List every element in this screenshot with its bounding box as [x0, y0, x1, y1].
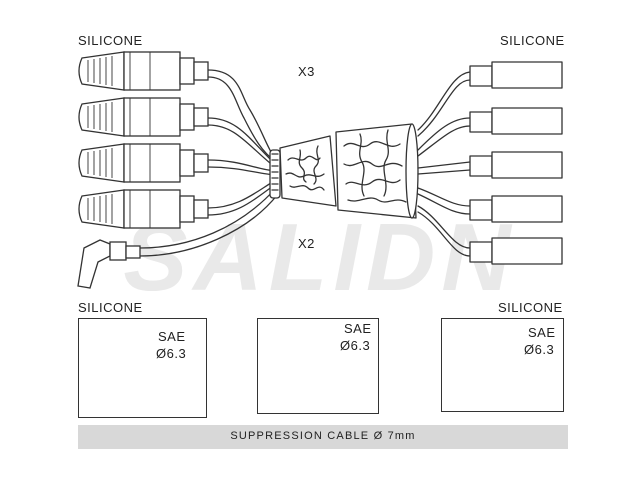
diameter-label: Ø6.3 — [340, 338, 371, 353]
diameter-label: Ø6.3 — [524, 342, 555, 357]
silicone-label-bottom-left: SILICONE — [78, 300, 143, 315]
silicone-label-top-right: SILICONE — [500, 33, 565, 48]
silicone-label-bottom-right: SILICONE — [498, 300, 563, 315]
sae-label: SAE — [344, 321, 372, 336]
diameter-label: Ø6.3 — [156, 346, 187, 361]
left-boots — [77, 51, 209, 289]
detail-box-distributor: SAE Ø6.3 — [257, 318, 379, 414]
detail-box-spark-plug: SAE Ø6.3 — [78, 318, 207, 418]
sae-label: SAE — [528, 325, 556, 340]
right-terminals — [469, 61, 563, 265]
multiplier-x3-label: X3 — [298, 64, 315, 79]
suppression-cable-bar: SUPPRESSION CABLE Ø 7mm — [78, 425, 568, 449]
multiplier-x2-label: X2 — [298, 236, 315, 251]
detail-box-distributor-multi: SAE Ø6.3 — [441, 318, 564, 412]
suppression-cable-text: SUPPRESSION CABLE Ø 7mm — [230, 430, 416, 442]
sae-label: SAE — [158, 329, 186, 344]
angled-boot — [77, 239, 141, 289]
silicone-label-top-left: SILICONE — [78, 33, 143, 48]
